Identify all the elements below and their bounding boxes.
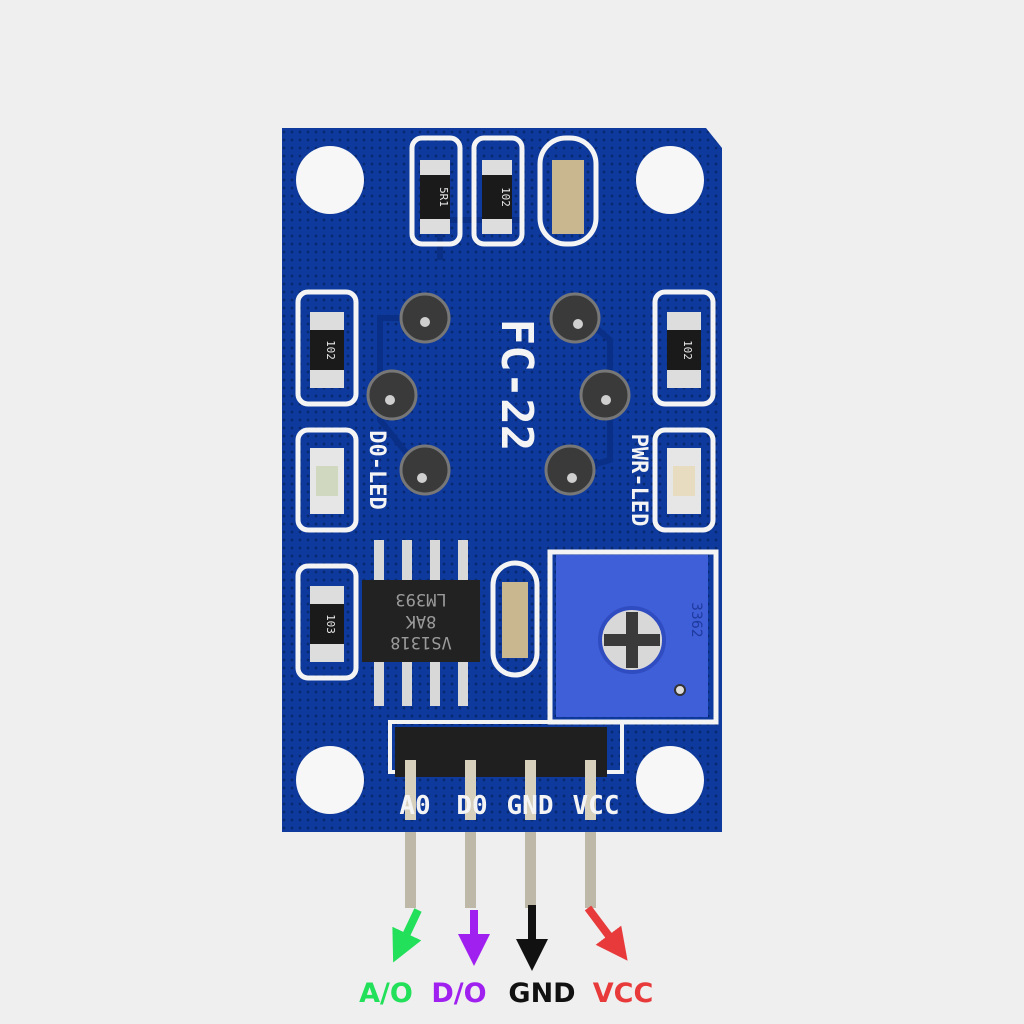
smd-resistor-left: 102 bbox=[295, 289, 359, 407]
svg-text:LM393: LM393 bbox=[395, 589, 446, 609]
svg-text:D0: D0 bbox=[456, 791, 487, 821]
pin-label-do: D/O bbox=[431, 978, 486, 1009]
pot-label: 3362 bbox=[688, 602, 704, 638]
smd-resistor-right: 102 bbox=[652, 289, 716, 407]
board-model-label: FC-22 bbox=[491, 319, 542, 451]
resistor-label: 5R1 bbox=[437, 187, 450, 207]
svg-text:A0: A0 bbox=[399, 791, 430, 821]
svg-text:102: 102 bbox=[681, 340, 694, 360]
pin-arrows bbox=[392, 905, 628, 971]
sensor-pads bbox=[366, 292, 631, 496]
pin-label-ao: A/O bbox=[359, 978, 413, 1009]
svg-text:102: 102 bbox=[324, 340, 337, 360]
svg-text:8AK: 8AK bbox=[405, 611, 436, 631]
smd-capacitor bbox=[490, 560, 540, 678]
potentiometer[interactable]: 3362 bbox=[547, 549, 719, 725]
pwr-led-label: PWR-LED bbox=[626, 434, 651, 527]
smd-resistors-top: 5R1 102 bbox=[409, 135, 599, 247]
svg-text:VCC: VCC bbox=[573, 791, 620, 821]
pin-header: A0 D0 GND VCC bbox=[388, 720, 624, 821]
pwr-led bbox=[652, 427, 716, 533]
mounting-hole bbox=[636, 146, 704, 214]
mounting-hole bbox=[296, 746, 364, 814]
svg-text:VS1318: VS1318 bbox=[390, 632, 451, 652]
d0-led bbox=[295, 427, 359, 533]
lm393-chip: VS1318 8AK LM393 bbox=[362, 540, 480, 706]
smd-resistor-bottom-left: 103 bbox=[295, 563, 359, 681]
pin-labels: A/O D/O GND VCC bbox=[359, 978, 653, 1009]
svg-text:GND: GND bbox=[507, 791, 554, 821]
pin-label-vcc: VCC bbox=[593, 978, 654, 1009]
mounting-hole bbox=[296, 146, 364, 214]
d0-led-label: D0-LED bbox=[364, 430, 389, 509]
header-pins bbox=[405, 760, 596, 908]
mounting-hole bbox=[636, 746, 704, 814]
resistor-label: 102 bbox=[499, 187, 512, 207]
arrow-down-icon bbox=[584, 905, 628, 961]
svg-text:103: 103 bbox=[324, 614, 337, 634]
pin-label-gnd: GND bbox=[508, 978, 575, 1009]
arrow-down-icon bbox=[392, 908, 422, 963]
